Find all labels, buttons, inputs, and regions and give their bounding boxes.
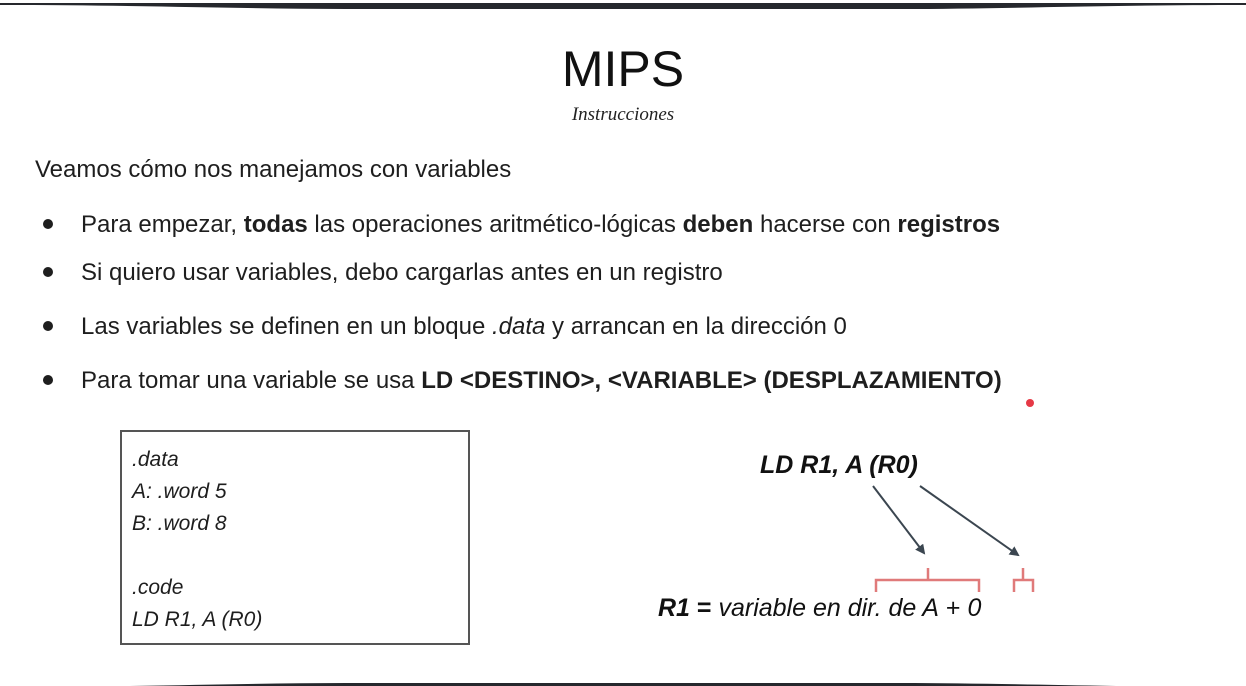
bullet-text: las operaciones aritmético-lógicas [307, 211, 683, 238]
bullet-text: Para empezar, [81, 211, 244, 238]
result-register: R1 [658, 594, 690, 622]
result-equals: = [689, 594, 719, 622]
slide-subtitle: Instrucciones [571, 104, 675, 125]
arrow-to-offset-icon [919, 485, 1020, 557]
code-line: LD R1, A (R0) [132, 608, 263, 631]
top-frame-edge [0, 0, 1246, 10]
laser-pointer-icon [1026, 399, 1034, 407]
bullet-item: Las variables se definen en un bloque .d… [38, 312, 847, 342]
brace-address-icon [874, 568, 981, 592]
result-plus: + [938, 594, 968, 622]
bullet-text: Las variables se definen en un bloque [81, 313, 492, 340]
brace-offset-icon [1012, 568, 1035, 592]
bullet-dot-icon [43, 267, 53, 277]
bullet-text: hacerse con [753, 211, 898, 238]
bullet-item: Si quiero usar variables, debo cargarlas… [38, 258, 723, 288]
ld-expression: LD R1, A (R0) [760, 451, 918, 479]
bottom-frame-edge [0, 676, 1246, 686]
bullet-italic-text: .data [491, 313, 546, 340]
bullet-dot-icon [43, 219, 53, 229]
intro-text: Veamos cómo nos manejamos con variables [35, 156, 512, 183]
bullet-item: Para tomar una variable se usa LD <DESTI… [38, 366, 1002, 396]
code-box: .data A: .word 5 B: .word 8 .code LD R1,… [120, 430, 470, 645]
bullet-bold-text: registros [897, 211, 1001, 238]
bullet-bold-text: LD <DESTINO>, <VARIABLE> (DESPLAZAMIENTO… [421, 367, 1002, 394]
arrow-to-address-icon [872, 485, 926, 555]
bullet-dot-icon [43, 375, 53, 385]
code-line: .data [132, 448, 179, 471]
bullet-bold-text: deben [682, 211, 754, 238]
bullet-text: Si quiero usar variables, debo cargarlas… [81, 259, 723, 286]
bullet-text: Para tomar una variable se usa [81, 367, 422, 394]
result-offset: 0 [967, 594, 982, 622]
code-line: B: .word 8 [132, 512, 227, 535]
bullet-dot-icon [43, 321, 53, 331]
bullet-item: Para empezar, todas las operaciones arit… [38, 210, 1000, 240]
code-line: .code [132, 576, 184, 599]
result-equation: R1 = variable en dir. de A + 0 [658, 592, 981, 624]
bullet-text: y arrancan en la dirección 0 [545, 313, 847, 340]
slide-title: MIPS [561, 41, 685, 97]
code-line [132, 540, 468, 572]
bullet-bold-text: todas [243, 211, 308, 238]
result-text: variable en dir. de A [718, 594, 939, 622]
code-line: A: .word 5 [132, 480, 227, 503]
